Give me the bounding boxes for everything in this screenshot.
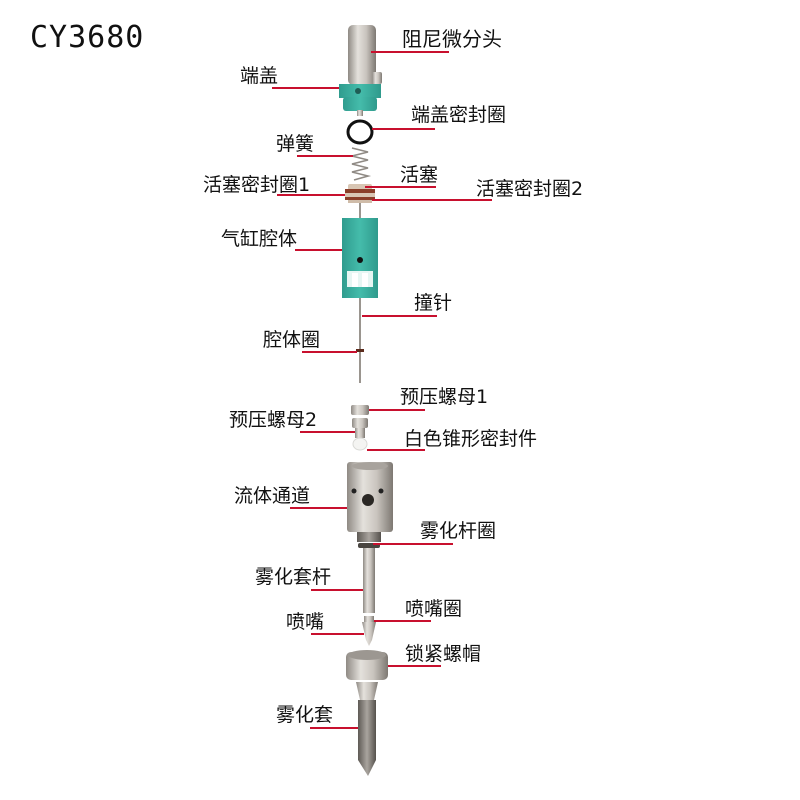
leader-preload-nut-2 — [300, 431, 355, 433]
label-atomizer-rod-ring: 雾化杆圈 — [420, 520, 497, 542]
lock-nut-cap-part — [346, 650, 388, 680]
nozzle-part — [362, 616, 376, 646]
leader-spring — [297, 155, 353, 157]
label-striker-needle: 撞针 — [414, 292, 453, 314]
label-nozzle-ring: 喷嘴圈 — [405, 598, 463, 620]
cylinder-body-part — [342, 218, 378, 298]
label-spring: 弹簧 — [276, 133, 315, 155]
label-nozzle: 喷嘴 — [286, 611, 325, 633]
leader-nozzle-ring — [374, 620, 431, 622]
leader-damping-micrometer-head — [371, 51, 449, 53]
leader-piston-seal-2 — [372, 199, 492, 201]
leader-end-cap-seal — [372, 128, 435, 130]
label-fluid-channel: 流体通道 — [234, 485, 311, 507]
label-piston-seal-1: 活塞密封圈1 — [203, 174, 311, 196]
micrometer-head-part — [348, 25, 382, 85]
label-end-cap-seal: 端盖密封圈 — [411, 104, 507, 126]
atomizer-sleeve-part — [356, 682, 378, 776]
label-piston-seal-2: 活塞密封圈2 — [476, 178, 584, 200]
end-cap-part — [339, 84, 381, 116]
leader-piston — [365, 186, 436, 188]
label-preload-nut-1: 预压螺母1 — [400, 386, 489, 408]
white-cone-seal-part — [352, 437, 368, 451]
leader-end-cap — [272, 87, 339, 89]
leader-atomizer-sleeve — [310, 727, 358, 729]
spring-part — [351, 147, 372, 181]
leader-atomizer-sleeve-rod — [311, 589, 363, 591]
label-piston: 活塞 — [400, 164, 439, 186]
preload-nut-1-part — [351, 405, 369, 415]
label-body-ring: 腔体圈 — [263, 329, 321, 351]
leader-atomizer-rod-ring — [373, 543, 453, 545]
leader-body-ring — [302, 351, 357, 353]
label-damping-micrometer-head: 阻尼微分头 — [402, 27, 502, 51]
label-lock-nut-cap: 锁紧螺帽 — [405, 643, 482, 665]
label-end-cap: 端盖 — [240, 65, 279, 87]
leader-lock-nut-cap — [388, 665, 441, 667]
leader-striker-needle — [362, 315, 437, 317]
end-cap-seal-ring — [346, 119, 374, 145]
label-cylinder-body: 气缸腔体 — [221, 228, 298, 250]
label-atomizer-sleeve: 雾化套 — [276, 704, 334, 726]
leader-nozzle — [311, 633, 364, 635]
leader-fluid-channel — [290, 507, 347, 509]
label-preload-nut-2: 预压螺母2 — [229, 409, 318, 431]
leader-piston-seal-1 — [277, 194, 345, 196]
body-ring-part — [356, 349, 364, 352]
fluid-channel-part — [347, 462, 393, 532]
model-title: CY3680 — [30, 20, 145, 55]
piston-part — [345, 184, 375, 203]
label-atomizer-sleeve-rod: 雾化套杆 — [255, 566, 332, 588]
leader-preload-nut-1 — [369, 409, 425, 411]
leader-cylinder-body — [295, 249, 342, 251]
preload-nut-2-part — [352, 418, 368, 438]
leader-white-cone-seal — [367, 449, 425, 451]
label-white-cone-seal: 白色锥形密封件 — [404, 428, 538, 450]
